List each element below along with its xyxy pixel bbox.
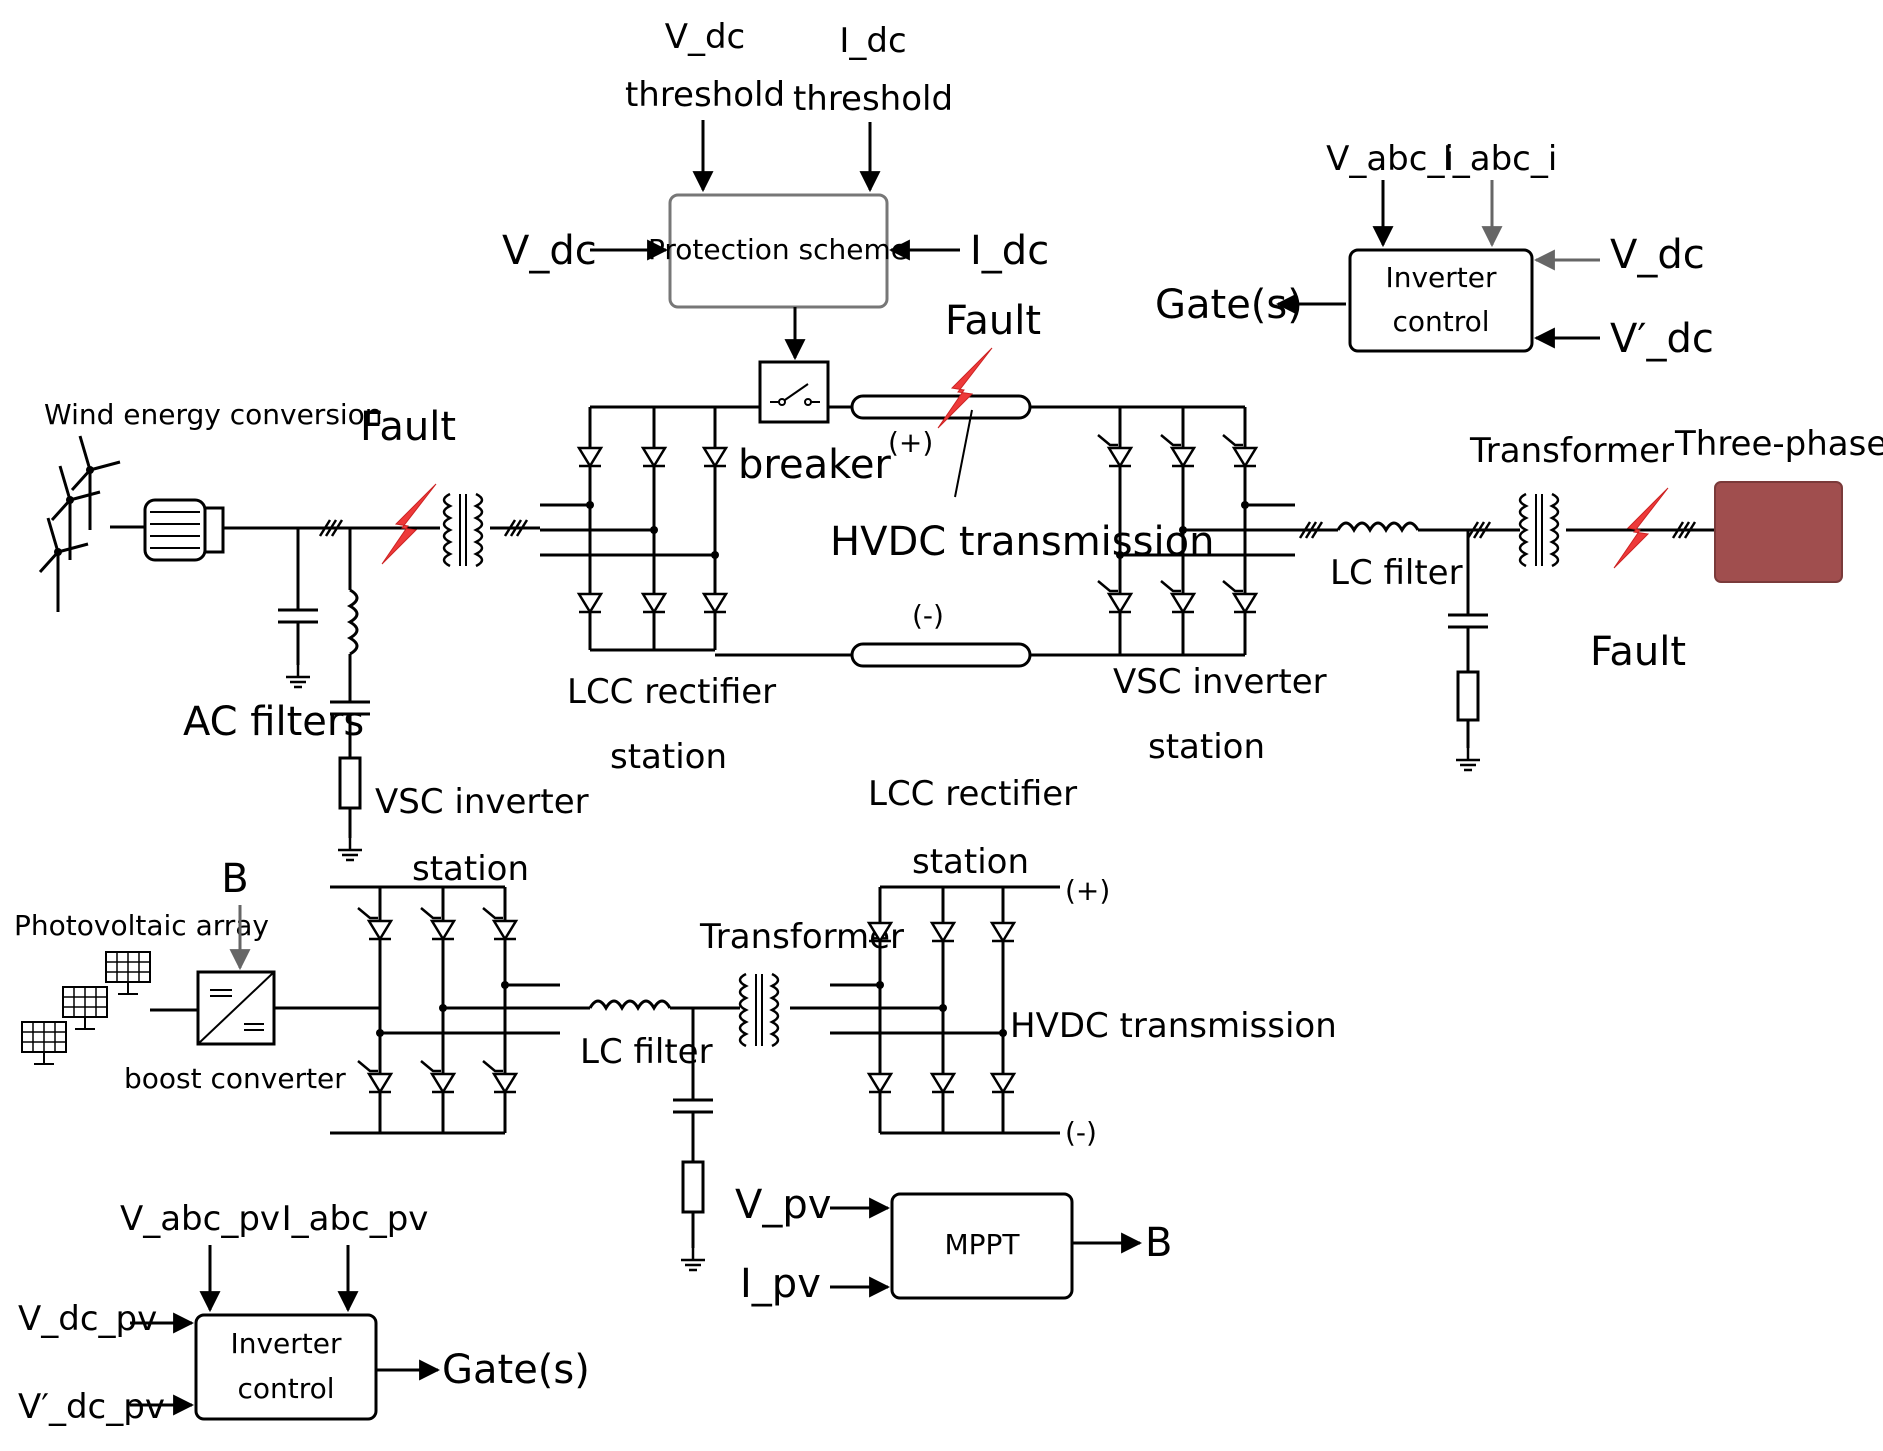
mppt-group: V_pv I_pv MPPT B (735, 1182, 1172, 1307)
lcc-rectifier-bottom-label-2: station (912, 842, 1029, 882)
mppt-vpv-label: V_pv (735, 1182, 831, 1228)
inverter-control-top-group: V_abc_i I_abc_i Inverter control V_dc V′… (1155, 139, 1714, 362)
lc-filter-top-inductor (1336, 521, 1420, 534)
protection-scheme-title: Protection scheme (648, 233, 908, 266)
inverter-top-vdc-prime-label: V′_dc (1610, 316, 1714, 362)
lc-filter-bottom-inductor (588, 999, 672, 1012)
inverter-control-bottom-box (194, 1313, 378, 1421)
vsc-inverter-bottom (330, 885, 590, 1135)
fault-left-bolt (381, 483, 437, 565)
vdc-threshold-label: V_dc (665, 17, 746, 57)
boost-converter-icon (196, 970, 276, 1046)
inverter-bottom-vdc-label: V_dc_pv (18, 1299, 157, 1339)
boost-converter-label: boost converter (124, 1062, 346, 1095)
lc-filter-top-label: LC filter (1330, 553, 1463, 593)
hvdc-plus-bottom-label: (+) (1065, 874, 1110, 907)
protection-scheme-box (668, 193, 889, 309)
lcc-rectifier-top-label-1: LCC rectifier (567, 672, 776, 712)
inverter-control-top-line1: Inverter (1385, 261, 1497, 294)
inverter-top-gate-label: Gate(s) (1155, 282, 1303, 328)
lcc-rectifier-bottom-label-1: LCC rectifier (868, 774, 1077, 814)
hvdc-minus-label: (-) (912, 599, 944, 632)
ac-filters-label: AC filters (183, 699, 364, 745)
ac-filter-capacitor (278, 528, 318, 689)
wind-label: Wind energy conversion (44, 398, 383, 431)
inverter-control-bottom-group: V_abc_pv I_abc_pv Inverter control V_dc_… (18, 1199, 590, 1427)
protection-vdc-input-label: V_dc (502, 228, 597, 274)
transformer-left-icon (442, 492, 484, 568)
inverter-control-top-box (1348, 248, 1534, 353)
vabc-pv-label: V_abc_pv (120, 1199, 280, 1239)
transformer-top-label: Transformer (1469, 431, 1674, 471)
hvdc-plus-label: (+) (888, 426, 933, 459)
b-input-label: B (221, 856, 248, 902)
iabc-i-label: I_abc_i (1443, 139, 1558, 179)
idc-threshold-label: I_dc (839, 21, 906, 61)
three-phase-load (1714, 481, 1843, 583)
inverter-control-top-line2: control (1392, 305, 1489, 338)
transformer-right-icon (1518, 492, 1560, 568)
pv-panel-icon (21, 951, 151, 1065)
vsc-inverter-top-label-2: station (1148, 727, 1265, 767)
hvdc-cable-negative (850, 642, 1032, 668)
inverter-control-bottom-line2: control (237, 1372, 334, 1405)
iabc-pv-label: I_abc_pv (282, 1199, 429, 1239)
fault-right-label: Fault (1590, 629, 1686, 675)
load-label: Three-phase load (1674, 424, 1883, 464)
fault-left-label: Fault (360, 404, 456, 450)
vsc-inverter-top (1096, 405, 1295, 657)
vsc-inverter-bottom-label-2: station (412, 849, 529, 889)
lc-filter-bottom-shunt (673, 1008, 713, 1272)
wind-turbine-icon (38, 434, 122, 614)
inverter-bottom-vdc-prime-label: V′_dc_pv (18, 1387, 165, 1427)
generator-icon (110, 498, 225, 562)
lc-filter-bottom-label: LC filter (580, 1032, 713, 1072)
lcc-rectifier-top (540, 405, 728, 652)
breaker-icon (758, 360, 830, 424)
inverter-top-vdc-label: V_dc (1610, 232, 1705, 278)
ac-filter-lcr (330, 528, 370, 862)
mppt-out-label: B (1145, 1220, 1172, 1266)
mppt-ipv-label: I_pv (740, 1261, 821, 1307)
transformer-bottom-icon (738, 972, 780, 1048)
hvdc-minus-bottom-label: (-) (1065, 1116, 1097, 1149)
hvdc-cable-positive (850, 394, 1032, 420)
vabc-i-label: V_abc_i (1326, 139, 1454, 179)
lcc-rectifier-top-label-2: station (610, 737, 727, 777)
mppt-title: MPPT (944, 1228, 1020, 1261)
vsc-inverter-bottom-label-1: VSC inverter (375, 782, 589, 822)
inverter-control-bottom-line1: Inverter (230, 1327, 342, 1360)
protection-idc-input-label: I_dc (970, 228, 1049, 274)
mppt-box (890, 1192, 1074, 1300)
fault-mid-label: Fault (945, 298, 1041, 344)
protection-scheme-group: V_dc threshold I_dc threshold Protection… (502, 17, 1049, 361)
vdc-threshold-label-2: threshold (625, 75, 785, 115)
pv-array-label: Photovoltaic array (14, 909, 269, 942)
bottom-power-system: Photovoltaic array B boost converter VSC… (14, 774, 1337, 1272)
hvdc-label-bottom: HVDC transmission (1010, 1006, 1337, 1046)
lcc-rectifier-bottom (790, 885, 1060, 1135)
lc-filter-top-shunt (1448, 530, 1488, 772)
inverter-bottom-gate-label: Gate(s) (442, 1347, 590, 1393)
top-power-system: Wind energy conversion (38, 298, 1883, 862)
idc-threshold-label-2: threshold (793, 79, 953, 119)
vsc-inverter-top-label-1: VSC inverter (1113, 662, 1327, 702)
hvdc-label-top: HVDC transmission (830, 519, 1214, 565)
breaker-label: breaker (738, 442, 891, 488)
fault-right-bolt (1613, 487, 1669, 569)
